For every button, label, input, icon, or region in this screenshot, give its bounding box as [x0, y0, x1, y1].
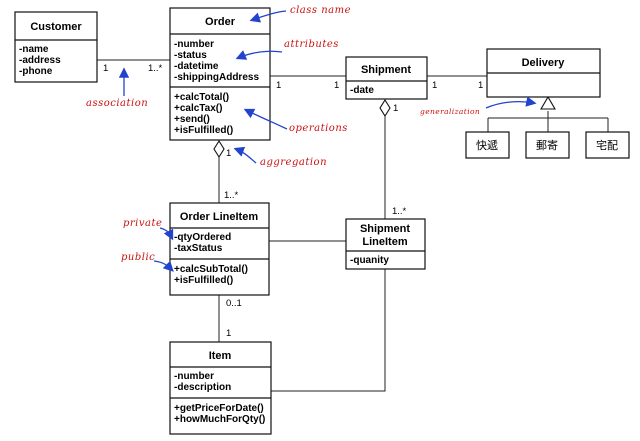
item-attr-number: -number [174, 371, 214, 382]
mult-shipment-delivery-a: 1 [432, 80, 437, 91]
generalization-triangle [540, 95, 556, 110]
mult-shipment-delivery-b: 1 [478, 80, 483, 91]
class-order-line-item-title: Order LineItem [180, 211, 258, 223]
class-customer: Customer -name -address -phone [14, 11, 98, 83]
mult-order-shipment-a: 1 [276, 80, 281, 91]
mult-shipment-shipline-b: 1..* [392, 206, 407, 217]
customer-attr-address: -address [19, 55, 61, 66]
item-op-how-much: +howMuchForQty() [174, 414, 265, 425]
subtype-home-label: 宅配 [596, 138, 618, 152]
lineitem-op-calc-subtotal: +calcSubTotal() [174, 264, 248, 275]
annotation-generalization-arrow [485, 96, 537, 109]
class-order-title: Order [205, 16, 236, 28]
class-shipment-line-item: Shipment LineItem -quanity [345, 218, 426, 270]
annotation-association: association [86, 98, 148, 109]
annotation-aggregation-arrow [233, 146, 257, 164]
mult-order-lineitem-b: 1..* [224, 190, 239, 201]
order-attr-shipping-address: -shippingAddress [174, 72, 259, 83]
class-order: Order -number -status -datetime -shippin… [169, 7, 271, 141]
class-subtype-express: 快遞 [465, 131, 510, 159]
item-attr-description: -description [174, 382, 231, 393]
class-shipment-line-item-title-2: LineItem [362, 236, 407, 248]
class-shipment-line-item-title-1: Shipment [360, 223, 410, 235]
class-subtype-home: 宅配 [585, 131, 630, 159]
class-delivery: Delivery [486, 48, 601, 98]
order-op-calc-total: +calcTotal() [174, 92, 229, 103]
shipment-attr-date: -date [350, 85, 374, 96]
customer-attr-name: -name [19, 44, 49, 55]
annotation-class-name: class name [290, 5, 351, 16]
lineitem-attr-qty-ordered: -qtyOrdered [174, 232, 231, 243]
order-op-is-fulfilled: +isFulfilled() [174, 125, 233, 136]
mult-customer-order-a: 1 [103, 63, 108, 74]
order-attr-status: -status [174, 50, 207, 61]
order-op-calc-tax: +calcTax() [174, 103, 222, 114]
shipline-attr-quantity: -quanity [350, 255, 389, 266]
annotation-generalization: generalization [420, 107, 480, 116]
annotation-class-name-arrow [249, 10, 287, 23]
annotation-public-arrow [153, 260, 174, 272]
mult-lineitem-item-b: 1 [226, 328, 231, 339]
class-subtype-post: 郵寄 [525, 131, 570, 159]
class-customer-title: Customer [30, 21, 82, 33]
annotation-operations-arrow [243, 108, 288, 130]
mult-shipment-shipline-a: 1 [393, 103, 398, 114]
customer-attr-phone: -phone [19, 66, 53, 77]
order-attr-datetime: -datetime [174, 61, 219, 72]
annotation-attributes: attributes [284, 39, 339, 50]
class-item: Item -number -description +getPriceForDa… [169, 341, 272, 435]
subtype-post-label: 郵寄 [536, 138, 558, 152]
order-op-send: +send() [174, 114, 210, 125]
annotation-attributes-arrow [235, 50, 283, 60]
annotation-private-arrow [159, 227, 174, 241]
order-attr-number: -number [174, 39, 214, 50]
association-shipline-item [271, 269, 386, 392]
annotation-public: public [121, 252, 155, 263]
mult-order-shipment-b: 1 [334, 80, 339, 91]
class-order-line-item: Order LineItem -qtyOrdered -taxStatus +c… [169, 202, 270, 296]
annotation-private: private [123, 218, 162, 229]
mult-order-lineitem-a: 1 [226, 148, 231, 159]
mult-customer-order-b: 1..* [148, 63, 163, 74]
lineitem-attr-tax-status: -taxStatus [174, 243, 223, 254]
class-shipment-title: Shipment [361, 64, 411, 76]
class-item-title: Item [209, 350, 232, 362]
subtype-express-label: 快遞 [476, 138, 498, 152]
class-delivery-title: Delivery [522, 57, 566, 69]
aggregation-diamond-shipment [379, 98, 391, 118]
item-op-get-price: +getPriceForDate() [174, 403, 264, 414]
annotation-operations: operations [289, 123, 348, 134]
class-shipment: Shipment -date [345, 56, 428, 100]
lineitem-op-is-fulfilled: +isFulfilled() [174, 275, 233, 286]
mult-lineitem-item-a: 0..1 [226, 298, 242, 309]
aggregation-diamond-order [213, 139, 225, 159]
annotation-aggregation: aggregation [260, 157, 327, 168]
